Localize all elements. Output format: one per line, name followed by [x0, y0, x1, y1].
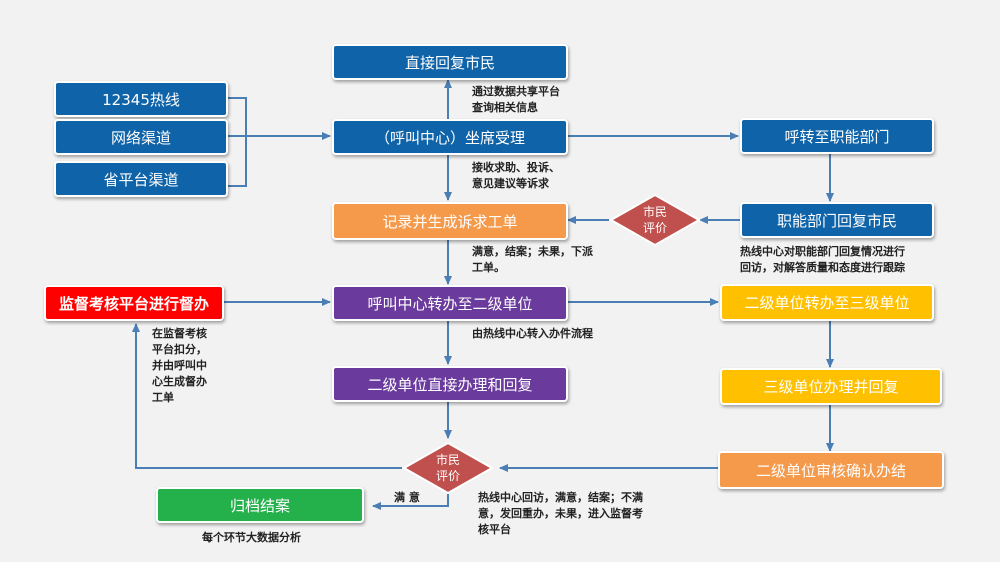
supervise-box: 监督考核平台进行督办	[44, 285, 224, 321]
note-share-query: 通过数据共享平台 查询相关信息	[472, 85, 560, 114]
note-receive: 接收求助、投诉、 意见建议等诉求	[472, 161, 560, 190]
note-bigdata: 每个环节大数据分析	[202, 531, 301, 544]
to-level2-box: 呼叫中心转办至二级单位	[332, 285, 568, 321]
transfer-dept-box: 呼转至职能部门	[740, 118, 934, 154]
level3-handle-box: 三级单位办理并回复	[720, 368, 942, 405]
diamond-shape	[401, 441, 495, 495]
call-center-box: （呼叫中心）坐席受理	[332, 119, 568, 155]
network-channel-box: 网络渠道	[54, 119, 228, 155]
note-callback-dept: 热线中心对职能部门回复情况进行 回访，对解答质量和态度进行跟踪	[740, 245, 905, 274]
note-callback-final: 热线中心回访，满意，结案；不满 意，发回重办，未果，进入监督考 核平台	[478, 491, 643, 536]
record-ticket-box: 记录并生成诉求工单	[332, 202, 568, 240]
level2-review-box: 二级单位审核确认办结	[718, 451, 944, 489]
archive-box: 归档结案	[156, 487, 364, 523]
note-satisfied-dispatch: 满意，结案；未果，下派 工单。	[472, 245, 593, 274]
arrow-eval-to-archive	[372, 494, 449, 510]
citizen-eval-diamond-bottom: 市民 评价	[401, 441, 495, 495]
note-supervise: 在监督考核 平台扣分， 并由呼叫中 心生成督办 工单	[152, 327, 207, 404]
diamond-shape	[608, 193, 702, 247]
note-satisfied: 满 意	[394, 491, 420, 504]
arrow-eval-to-supervise	[132, 323, 402, 469]
note-hotline-flow: 由热线中心转入办件流程	[472, 327, 593, 340]
reply-direct-box: 直接回复市民	[332, 44, 568, 80]
level2-handle-box: 二级单位直接办理和回复	[332, 366, 568, 402]
citizen-eval-diamond-top: 市民 评价	[608, 193, 702, 247]
channel-bracket	[228, 97, 247, 187]
dept-reply-box: 职能部门回复市民	[740, 202, 934, 238]
hotline-channel-box: 12345热线	[54, 81, 228, 117]
level2-to-level3-box: 二级单位转办至三级单位	[720, 284, 934, 321]
province-channel-box: 省平台渠道	[54, 161, 228, 197]
